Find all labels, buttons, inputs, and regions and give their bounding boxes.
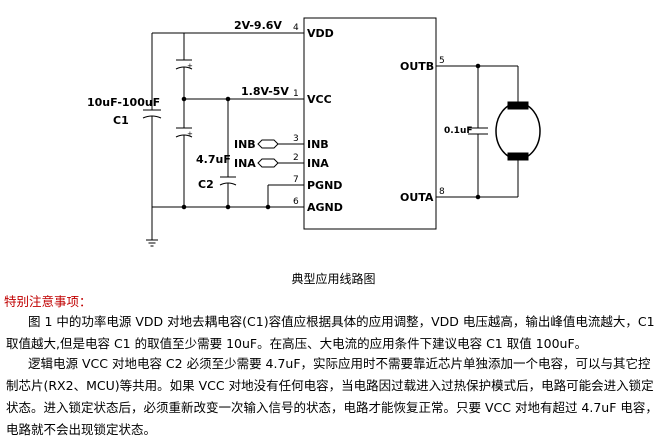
pin-num-agnd: 6 bbox=[293, 197, 299, 207]
ina-port-symbol bbox=[257, 158, 279, 168]
pin-num-vcc: 1 bbox=[293, 89, 299, 99]
vdd-cap-polarity: + bbox=[187, 62, 193, 70]
vcc-cap-polarity: + bbox=[187, 130, 193, 138]
pin-name-vcc: VCC bbox=[307, 93, 332, 106]
pin-name-outb: OUTB bbox=[400, 60, 434, 73]
pin-name-pgnd: PGND bbox=[307, 179, 342, 192]
diagram-caption: 典型应用线路图 bbox=[291, 272, 376, 286]
c2-name-label: C2 bbox=[198, 178, 214, 191]
pin-num-vdd: 4 bbox=[293, 23, 299, 33]
vcc-range-label: 1.8V-5V bbox=[241, 85, 289, 98]
note-paragraph-2: 逻辑电源 VCC 对地电容 C2 必须至少需要 4.7uF，实际应用时不需要靠近… bbox=[6, 356, 658, 437]
circuit-schematic: 4 1 3 2 7 6 5 8 VDD VCC INB INA PGND AGN… bbox=[87, 17, 541, 247]
pin-name-outa: OUTA bbox=[400, 191, 434, 204]
inb-input-label: INB bbox=[234, 138, 256, 151]
pin-num-ina: 2 bbox=[293, 153, 299, 163]
pin-name-agnd: AGND bbox=[307, 201, 343, 214]
vdd-range-label: 2V-9.6V bbox=[234, 19, 282, 32]
ic-body bbox=[303, 17, 437, 230]
note-paragraph-1: 图 1 中的功率电源 VDD 对地去耦电容(C1)容值应根据具体的应用调整，VD… bbox=[6, 314, 655, 351]
ground-symbol bbox=[146, 239, 158, 247]
pin-name-vdd: VDD bbox=[307, 27, 334, 40]
motor-symbol bbox=[495, 101, 541, 161]
notes-title: 特别注意事项： bbox=[4, 294, 92, 309]
pin-num-inb: 3 bbox=[293, 134, 299, 144]
pin-name-ina: INA bbox=[307, 157, 329, 170]
ina-input-label: INA bbox=[234, 157, 256, 170]
pin-num-outa: 8 bbox=[439, 187, 445, 197]
pin-num-outb: 5 bbox=[439, 56, 445, 66]
c2-value-label: 4.7uF bbox=[196, 153, 231, 166]
pin-name-inb: INB bbox=[307, 138, 329, 151]
pin-num-pgnd: 7 bbox=[293, 175, 299, 185]
c1-name-label: C1 bbox=[113, 114, 129, 127]
inb-port-symbol bbox=[257, 139, 279, 149]
c1-value-label: 10uF-100uF bbox=[87, 96, 160, 109]
out-cap-value-label: 0.1uF bbox=[444, 126, 473, 136]
